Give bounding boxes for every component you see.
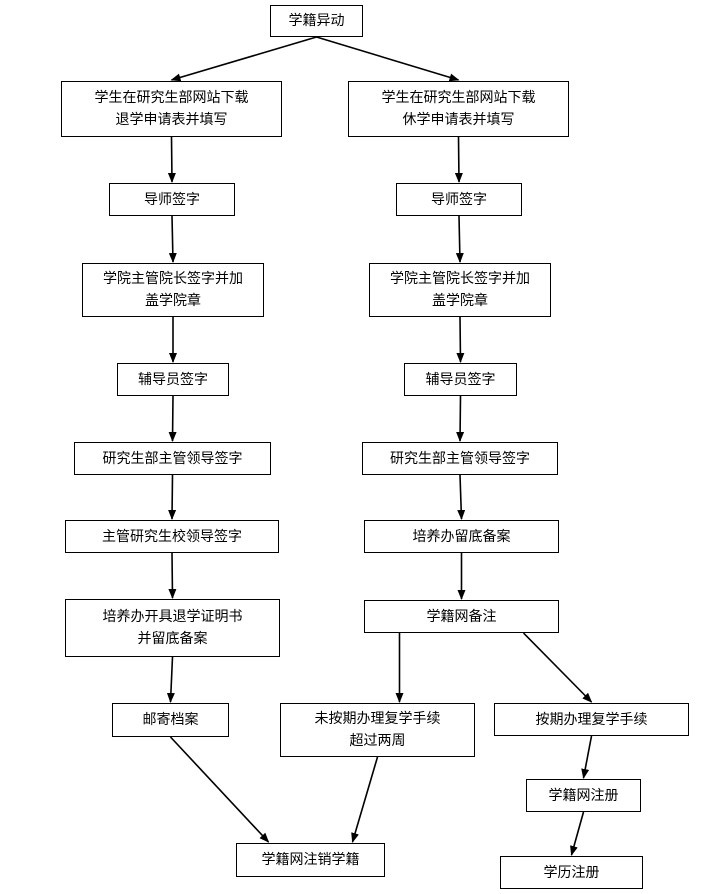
arrow-r1-to-r2	[454, 136, 463, 183]
arrow-l8-to-end	[169, 736, 270, 843]
node-late-resumption: 未按期办理复学手续超过两周	[280, 703, 475, 757]
arrow-l1-to-l2	[167, 136, 176, 183]
arrow-l7-to-l8	[166, 656, 175, 703]
arrow-l5-to-l6	[168, 474, 177, 520]
node-suspension-counselor-sign: 辅导员签字	[404, 363, 517, 396]
node-suspension-graduate-dept-sign: 研究生部主管领导签字	[362, 442, 558, 475]
arrow-r5-to-r6	[457, 474, 466, 520]
node-mail-archive: 邮寄档案	[112, 703, 229, 737]
arrow-r7-to-r8b	[522, 632, 593, 703]
arrow-l2-to-l3	[168, 215, 177, 263]
arrow-start-to-r1	[316, 36, 460, 82]
node-on-time-resumption: 按期办理复学手续	[494, 703, 689, 736]
node-student-status-change: 学籍异动	[270, 5, 363, 37]
arrow-r4-to-r5	[456, 395, 465, 442]
node-suspension-dean-sign: 学院主管院长签字并加盖学院章	[369, 263, 551, 317]
arrow-l4-to-l5	[168, 395, 177, 442]
node-download-withdrawal-form: 学生在研究生部网站下载退学申请表并填写	[61, 81, 282, 137]
node-withdrawal-dean-sign: 学院主管院长签字并加盖学院章	[82, 263, 264, 317]
arrow-r3-to-r4	[456, 316, 465, 363]
node-withdrawal-counselor-sign: 辅导员签字	[117, 363, 229, 396]
arrow-r8a-to-end	[351, 756, 379, 843]
arrow-r2-to-r3	[455, 215, 464, 263]
node-status-system-register: 学籍网注册	[526, 779, 641, 812]
node-download-suspension-form: 学生在研究生部网站下载休学申请表并填写	[348, 81, 569, 137]
node-status-system-note: 学籍网备注	[364, 600, 559, 633]
node-withdrawal-advisor-sign: 导师签字	[109, 183, 235, 216]
node-issue-withdrawal-certificate: 培养办开具退学证明书并留底备案	[65, 599, 280, 657]
arrow-r8b-to-r9b	[581, 735, 593, 779]
node-training-office-record: 培养办留底备案	[364, 520, 559, 553]
node-withdrawal-university-leader-sign: 主管研究生校领导签字	[65, 520, 279, 553]
node-cancel-student-status: 学籍网注销学籍	[236, 843, 385, 877]
node-withdrawal-graduate-dept-sign: 研究生部主管领导签字	[74, 442, 271, 475]
arrow-start-to-l1	[170, 36, 317, 82]
arrow-l6-to-l7	[168, 552, 177, 599]
node-suspension-advisor-sign: 导师签字	[396, 183, 522, 216]
arrow-r9b-to-r10b	[570, 811, 585, 856]
node-degree-registration: 学历注册	[500, 856, 643, 889]
